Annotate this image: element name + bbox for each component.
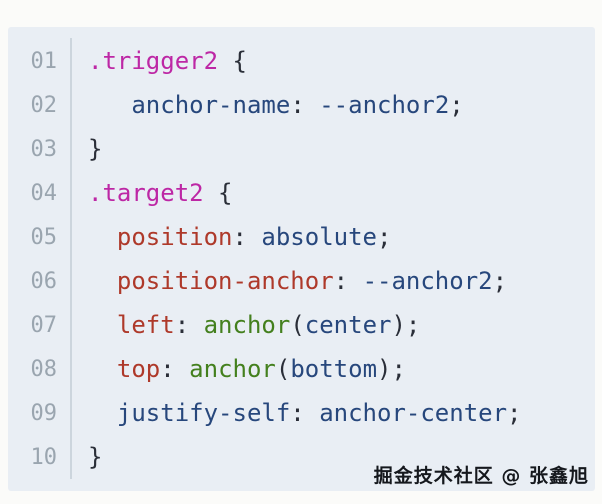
code-token: ); — [377, 355, 406, 383]
code-token: { — [203, 179, 233, 207]
code-token: justify-self — [116, 399, 291, 427]
code-token: ; — [449, 91, 464, 119]
code-token: absolute — [261, 223, 377, 251]
code-text: .target2 { — [70, 179, 233, 207]
code-token: : — [333, 267, 363, 295]
code-line: 04 .target2 { — [8, 171, 595, 215]
code-line: 09 justify-self: anchor-center; — [8, 391, 595, 435]
code-token: } — [88, 135, 103, 163]
code-token — [88, 399, 117, 427]
line-number: 05 — [30, 224, 58, 250]
code-token — [88, 311, 117, 339]
code-token: : — [232, 223, 262, 251]
code-line: 01 .trigger2 { — [8, 39, 595, 83]
code-text: .trigger2 { — [70, 47, 247, 75]
code-token: ( — [275, 355, 291, 383]
line-number: 07 — [30, 312, 58, 338]
code-token: ; — [507, 399, 522, 427]
code-line: 06 position-anchor: --anchor2; — [8, 259, 595, 303]
code-token: } — [88, 443, 103, 471]
line-number: 03 — [30, 136, 58, 162]
code-token: ; — [492, 267, 508, 295]
code-token: ( — [290, 311, 305, 339]
line-number: 06 — [30, 268, 58, 294]
code-token: left — [116, 311, 175, 339]
code-token: top — [116, 355, 161, 383]
code-text: position: absolute; — [70, 223, 392, 251]
code-token: anchor-center — [319, 399, 508, 427]
code-line: 03} — [8, 127, 595, 171]
code-text: } — [70, 135, 102, 163]
code-token: anchor — [203, 311, 291, 339]
line-number: 08 — [30, 356, 58, 382]
code-token: ); — [391, 311, 421, 339]
watermark: 掘金技术社区 @ 张鑫旭 — [373, 465, 589, 487]
code-lines: 01.trigger2 {02 anchor-name: --anchor2;0… — [8, 39, 595, 479]
code-token: anchor-name — [131, 91, 291, 119]
code-token: center — [304, 311, 392, 339]
code-text: top: anchor(bottom); — [70, 355, 406, 383]
code-text: position-anchor: --anchor2; — [70, 267, 507, 295]
code-token — [88, 267, 117, 295]
code-line: 07 left: anchor(center); — [8, 303, 595, 347]
code-line: 05 position: absolute; — [8, 215, 595, 259]
code-token: position-anchor — [116, 267, 334, 295]
code-text: justify-self: anchor-center; — [70, 399, 522, 427]
code-line: 02 anchor-name: --anchor2; — [8, 83, 595, 127]
code-token: anchor — [189, 355, 276, 383]
code-token: --anchor2 — [362, 267, 493, 295]
code-text: left: anchor(center); — [70, 311, 420, 339]
code-token: --anchor2 — [319, 91, 450, 119]
code-token: : — [290, 399, 320, 427]
code-token: position — [116, 223, 233, 251]
code-token: : — [290, 91, 320, 119]
code-token: .trigger2 — [88, 47, 219, 75]
code-token: .target2 — [88, 179, 204, 207]
code-token — [88, 223, 117, 251]
code-token: : — [174, 311, 204, 339]
code-block: 01.trigger2 {02 anchor-name: --anchor2;0… — [8, 27, 595, 491]
code-token: { — [218, 47, 247, 75]
code-token — [88, 91, 131, 119]
code-token: ; — [377, 223, 392, 251]
code-token: : — [160, 355, 190, 383]
gutter-divider — [70, 38, 72, 479]
code-text: } — [70, 443, 102, 471]
code-token: bottom — [290, 355, 378, 383]
line-number: 04 — [30, 180, 58, 206]
line-number: 01 — [30, 48, 58, 74]
line-number: 02 — [30, 92, 58, 118]
code-text: anchor-name: --anchor2; — [70, 91, 464, 119]
line-number: 09 — [30, 400, 58, 426]
code-line: 10} — [8, 435, 595, 479]
code-token — [88, 355, 117, 383]
line-number: 10 — [30, 444, 58, 470]
code-line: 08 top: anchor(bottom); — [8, 347, 595, 391]
